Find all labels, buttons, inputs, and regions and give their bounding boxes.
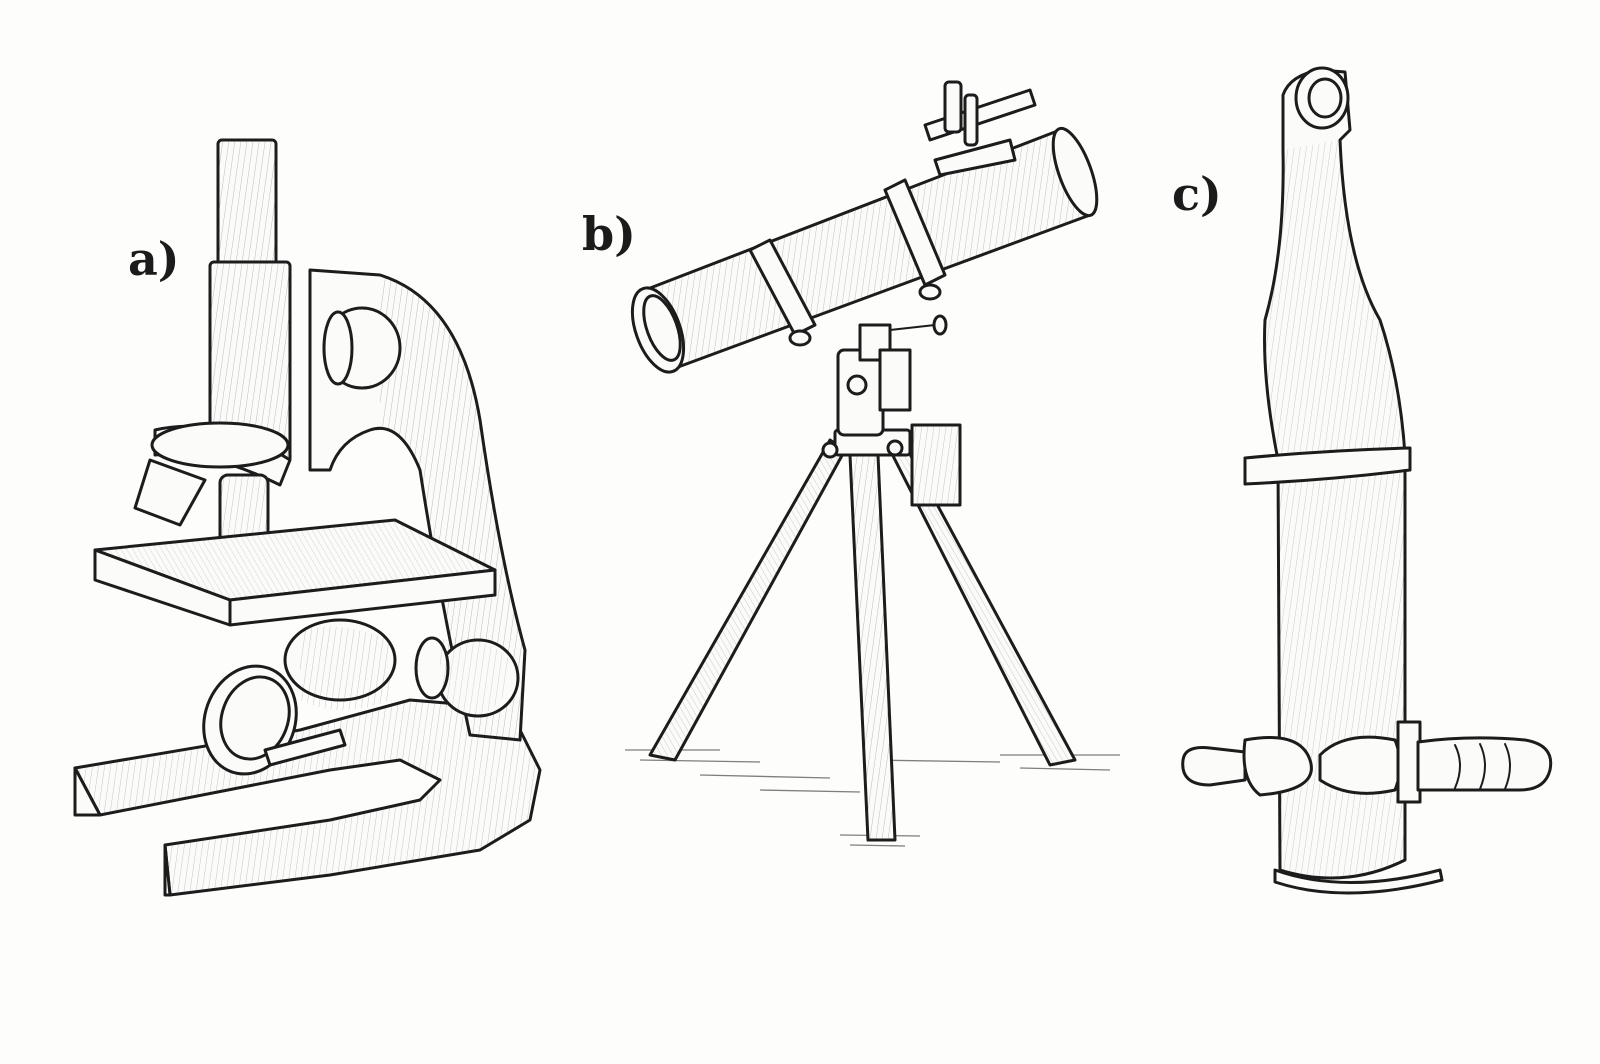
panel-c: c) (1172, 66, 1553, 895)
periscope-bottle-icon (1181, 66, 1553, 895)
telescope-icon (625, 80, 1120, 847)
microscope-icon (73, 138, 542, 897)
panel-c-label: c) (1172, 167, 1222, 221)
panel-b: b) (582, 80, 1120, 847)
panel-a-label: a) (128, 232, 180, 286)
panel-b-label: b) (582, 207, 636, 261)
panel-a: a) (73, 138, 542, 897)
